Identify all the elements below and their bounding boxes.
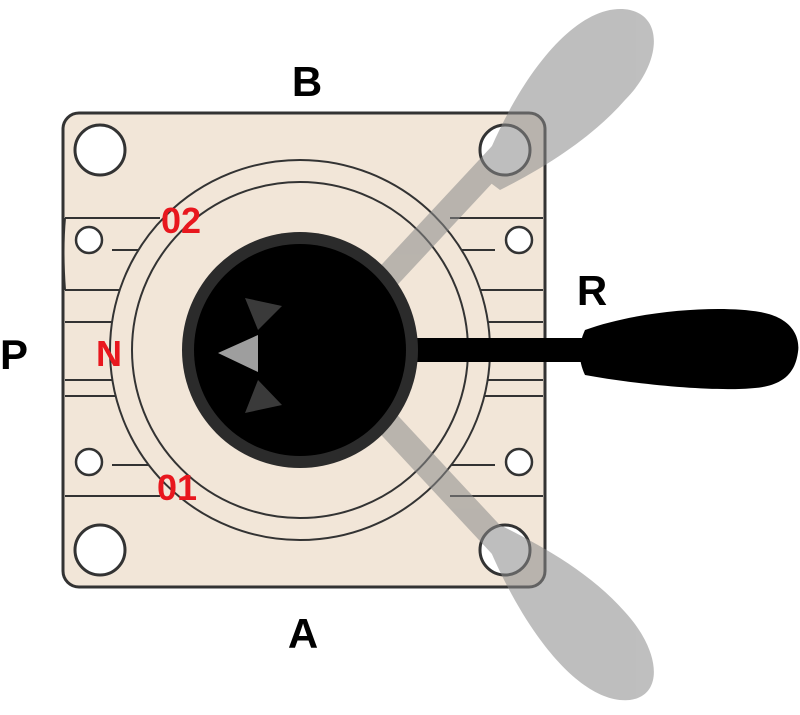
position-label-02: 02	[161, 200, 201, 241]
rail-hole-lower-left	[74, 447, 104, 477]
position-label-01: 01	[157, 467, 197, 508]
port-label-p: P	[0, 331, 28, 378]
lever-handle[interactable]	[395, 309, 799, 390]
position-label-n: N	[96, 333, 122, 374]
ghost-lever-lower	[330, 362, 654, 701]
indicator-triangle-lower	[245, 380, 282, 413]
knob[interactable]	[194, 244, 406, 456]
indicator-triangle-neutral	[218, 335, 258, 372]
rail-hole-upper-right	[504, 225, 534, 255]
lever-grip	[579, 309, 799, 390]
port-label-b: B	[292, 58, 322, 105]
rail-hole-upper-left	[74, 225, 104, 255]
mount-hole-bottom-left	[73, 523, 127, 577]
port-label-r: R	[577, 267, 607, 314]
mount-hole-top-left	[73, 123, 127, 177]
ghost-lever-upper	[330, 9, 654, 338]
indicator-triangle-upper	[245, 298, 282, 330]
rail-hole-lower-right	[504, 447, 534, 477]
lever-shaft	[395, 338, 595, 362]
port-label-a: A	[288, 610, 318, 657]
